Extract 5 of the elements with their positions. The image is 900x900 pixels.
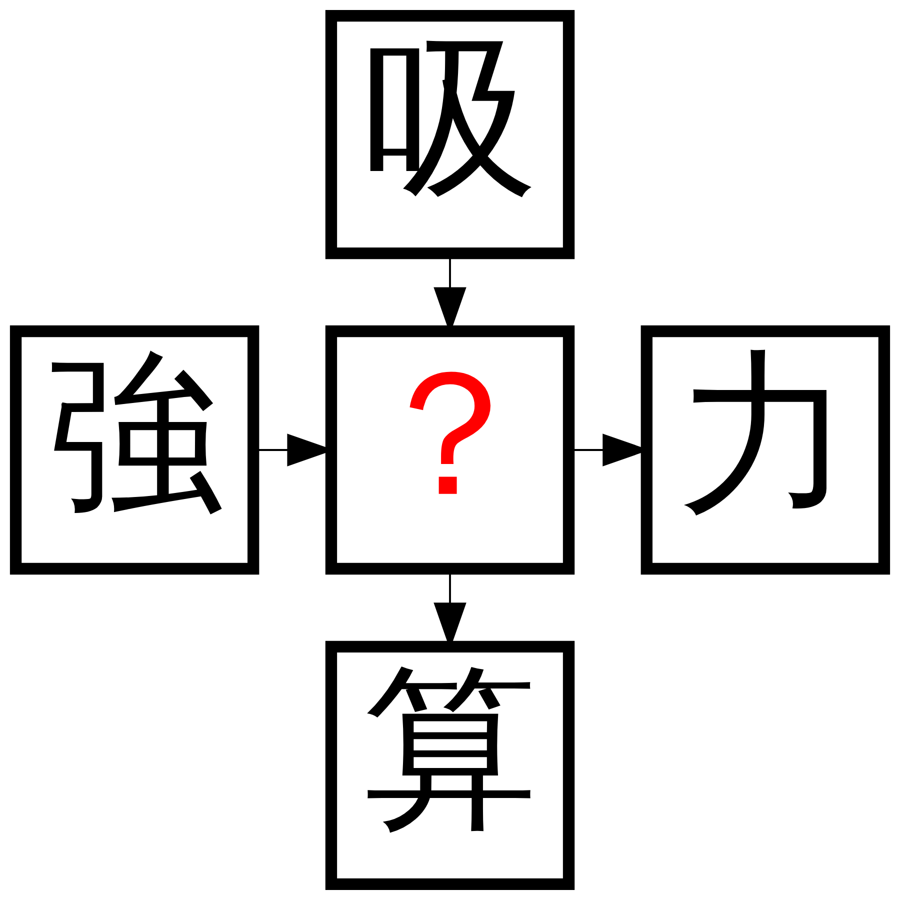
node-box: 吸 [325, 10, 575, 260]
node-box: 強 [10, 325, 260, 575]
node-box: ？ [325, 325, 575, 575]
node-box: 力 [640, 325, 890, 575]
node-box: 算 [325, 640, 575, 890]
